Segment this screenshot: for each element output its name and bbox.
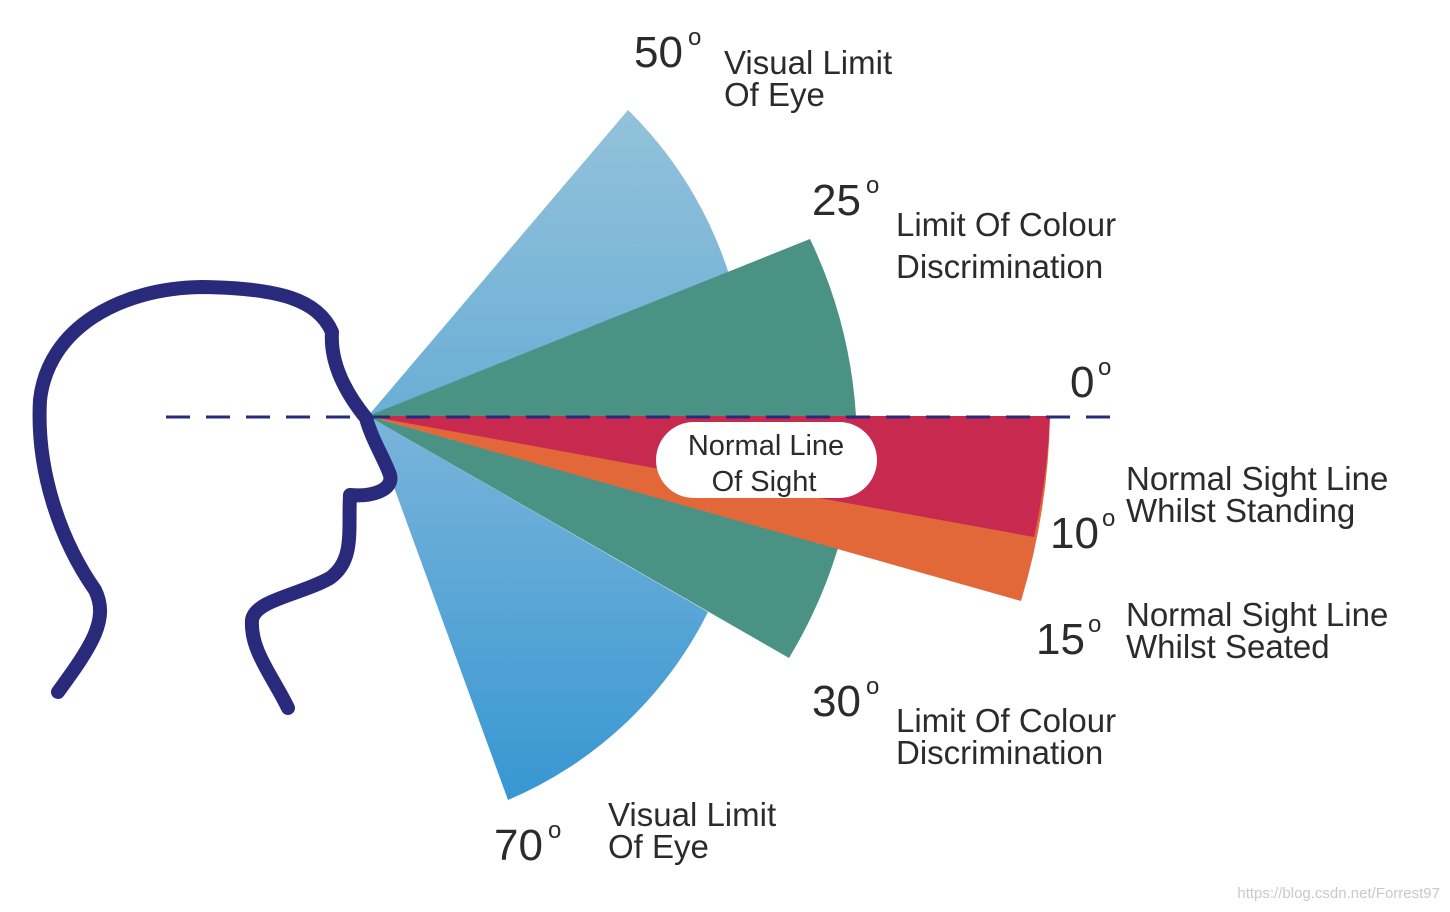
angle-25-value: 25 <box>812 176 861 225</box>
angle-15-caption-line1: Normal Sight Line <box>1126 596 1388 633</box>
angle-70-caption-line2: Of Eye <box>608 828 709 865</box>
visual-limit-lower-sector <box>368 416 708 800</box>
angle-15-value: 15 <box>1036 615 1085 664</box>
angle-70-caption-line1: Visual Limit <box>608 796 776 833</box>
angle-50-degree-sign: o <box>688 24 701 51</box>
angle-50-value: 50 <box>634 28 683 77</box>
normal-line-of-sight-line2: Of Sight <box>712 466 817 498</box>
angle-25-degree-sign: o <box>866 172 879 199</box>
angle-70-degree-sign: o <box>548 817 561 844</box>
angle-50-caption-line2: Of Eye <box>724 76 825 113</box>
angle-0-label: 0 o <box>1070 354 1111 407</box>
normal-line-of-sight-pill <box>656 422 877 498</box>
angle-25-caption-line1: Limit Of Colour <box>896 206 1116 243</box>
angle-15-degree-sign: o <box>1088 611 1101 638</box>
head-profile-outline <box>32 280 398 715</box>
colour-limit-upper-sector <box>368 239 856 416</box>
angle-0-value: 0 <box>1070 358 1094 407</box>
angle-15-label: 15 o Normal Sight Line Whilst Seated <box>1036 596 1388 665</box>
normal-line-of-sight-label: Normal Line Of Sight <box>656 422 877 498</box>
angle-70-value: 70 <box>494 821 543 870</box>
angle-10-caption-line1: Normal Sight Line <box>1126 460 1388 497</box>
angle-0-degree-sign: o <box>1098 354 1111 381</box>
angle-10-label: 10 o Normal Sight Line Whilst Standing <box>1050 460 1388 558</box>
angle-50-label: 50 o Visual Limit Of Eye <box>634 24 892 113</box>
angle-30-label: 30 o Limit Of Colour Discrimination <box>812 673 1116 771</box>
angle-30-value: 30 <box>812 677 861 726</box>
angle-30-degree-sign: o <box>866 673 879 700</box>
angle-10-value: 10 <box>1050 509 1099 558</box>
visual-limit-upper-sector <box>368 110 735 416</box>
angle-30-caption-line1: Limit Of Colour <box>896 702 1116 739</box>
angle-70-label: 70 o Visual Limit Of Eye <box>494 796 776 870</box>
angle-50-caption-line1: Visual Limit <box>724 44 892 81</box>
colour-limit-lower-sector <box>368 416 838 658</box>
angle-10-caption-line2: Whilst Standing <box>1126 492 1355 529</box>
angle-25-caption-line2: Discrimination <box>896 248 1103 285</box>
angle-15-caption-line2: Whilst Seated <box>1126 628 1330 665</box>
angle-25-label: 25 o Limit Of Colour Discrimination <box>812 172 1116 285</box>
watermark-url: https://blog.csdn.net/Forrest97 <box>1237 885 1440 902</box>
normal-line-of-sight-line1: Normal Line <box>688 430 844 462</box>
angle-10-degree-sign: o <box>1102 505 1115 532</box>
angle-30-caption-line2: Discrimination <box>896 734 1103 771</box>
